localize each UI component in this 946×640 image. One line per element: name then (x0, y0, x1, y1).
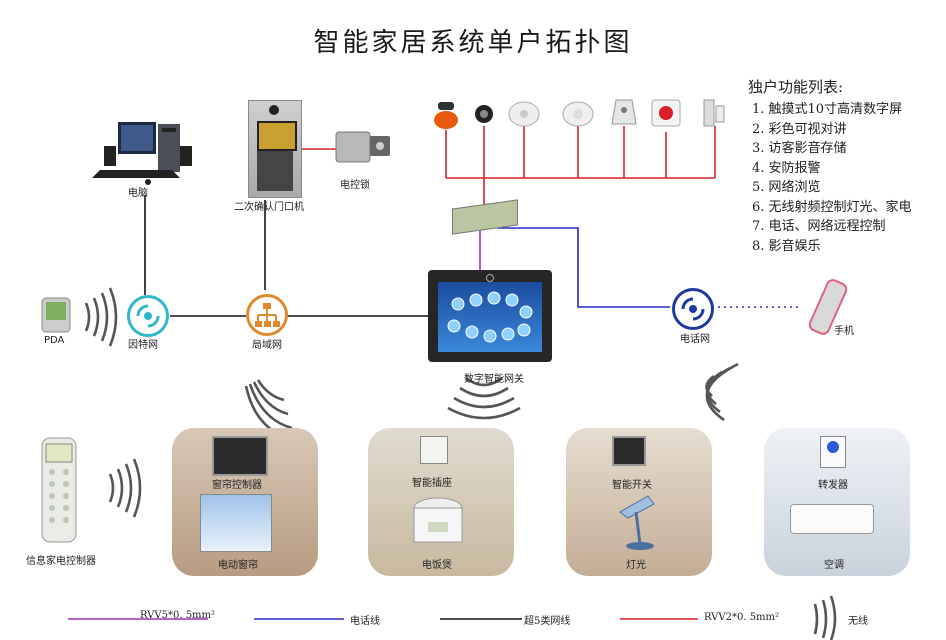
lan-hub (246, 294, 288, 336)
remote-controller-label: 信息家电控制器 (26, 556, 96, 567)
computer-icon (92, 122, 192, 185)
feature-item: 6. 无线射频控制灯光、家电 (752, 199, 912, 215)
lan-icon (255, 303, 280, 327)
camera-icon (475, 105, 493, 123)
mobile-phone-icon (808, 279, 848, 335)
alarm-siren-icon (434, 102, 458, 129)
wave-legend (813, 595, 837, 640)
door-magnet-icon (703, 99, 725, 127)
room-air-conditioner: 转发器 空调 (764, 428, 910, 576)
computer-label: 电脑 (128, 188, 148, 199)
pda-label: PDA (44, 335, 65, 346)
legend-phone-line-label: 电话线 (350, 616, 380, 627)
feature-list: 1. 触摸式10寸高清数字屏 2. 彩色可视对讲 3. 访客影音存储 4. 安防… (752, 100, 912, 256)
feature-item: 7. 电话、网络远程控制 (752, 219, 886, 234)
rice-cooker-icon (413, 497, 463, 543)
legend-network-cable-label: 超5类网线 (524, 616, 571, 627)
curtain-window (200, 494, 272, 552)
ir-transmitter-device (820, 436, 846, 468)
legend-wireless-label: 无线 (848, 616, 868, 627)
curtain-controller-device (212, 436, 268, 476)
wave-remote (108, 458, 142, 518)
room-socket: 智能插座 电饭煲 (368, 428, 514, 576)
feature-list-heading: 独户功能列表: (748, 78, 844, 96)
mobile-label: 手机 (834, 326, 854, 337)
internet-hub (127, 295, 169, 337)
feature-item: 5. 网络浏览 (752, 180, 821, 195)
air-conditioner-label: 空调 (824, 560, 844, 571)
feature-item: 2. 彩色可视对讲 (752, 121, 847, 137)
digital-gateway-panel (428, 270, 552, 362)
curtain-controller-label: 窗帘控制器 (212, 480, 262, 491)
smart-socket-device (420, 436, 448, 464)
pir-sensor-icon (611, 99, 637, 125)
gateway-screen (438, 282, 542, 352)
sensor-bus-lines (301, 126, 716, 205)
gateway-app-icons (447, 291, 533, 343)
gateway-camera-icon (486, 274, 494, 282)
feature-item: 1. 触摸式10寸高清数字屏 (752, 102, 903, 117)
feature-item: 3. 访客影音存储 (752, 141, 847, 156)
internet-label: 因特网 (128, 340, 158, 351)
legend-rvv5-label: RVV5*0. 5mm² (140, 610, 216, 621)
smoke-detector-icon (508, 101, 540, 127)
door-station-device (248, 100, 302, 198)
wireless-waves (84, 287, 837, 640)
ir-transmitter-label: 转发器 (818, 480, 848, 491)
electric-curtain-label: 电动窗帘 (218, 560, 258, 571)
network-lines (144, 195, 428, 317)
telephone-network-label: 电话网 (680, 334, 710, 345)
electric-lock-label: 电控锁 (340, 180, 370, 191)
phone-line (497, 227, 670, 308)
telephone-network-hub (672, 288, 714, 330)
door-screen (257, 121, 297, 151)
lamp-icon (619, 495, 655, 550)
smart-switch-device (612, 436, 646, 466)
diagram-title: 智能家居系统单户拓扑图 (313, 28, 633, 58)
air-conditioner-device (790, 504, 874, 534)
gas-detector-icon (562, 101, 594, 127)
electric-lock-icon (335, 131, 390, 163)
feature-item: 8. 影音娱乐 (752, 238, 821, 254)
wave-pda (84, 287, 118, 347)
lamp-label: 灯光 (626, 560, 646, 571)
remote-controller-icon (41, 437, 77, 543)
smart-socket-label: 智能插座 (412, 478, 452, 489)
wave-phone (705, 362, 739, 422)
room-switch: 智能开关 灯光 (566, 428, 712, 576)
room-curtain: 窗帘控制器 电动窗帘 (172, 428, 318, 576)
ir-emitter-icon (827, 441, 839, 453)
smart-switch-label: 智能开关 (612, 480, 652, 491)
security-sensors (434, 99, 725, 129)
legend-rvv2-label: RVV2*0. 5mm² (704, 612, 780, 623)
telephone-network-icon (681, 297, 705, 321)
pda-icon (41, 297, 71, 333)
door-station-label: 二次确认门口机 (234, 202, 304, 213)
wave-gateway (447, 376, 521, 420)
door-camera-icon (269, 105, 279, 115)
rice-cooker-label: 电饭煲 (422, 560, 452, 571)
lan-label: 局域网 (252, 340, 282, 351)
internet-icon (136, 304, 160, 328)
feature-item: 4. 安防报警 (752, 160, 821, 176)
door-keypad (257, 151, 293, 191)
emergency-button-icon (651, 99, 681, 127)
gateway-label: 数字智能网关 (464, 374, 524, 385)
